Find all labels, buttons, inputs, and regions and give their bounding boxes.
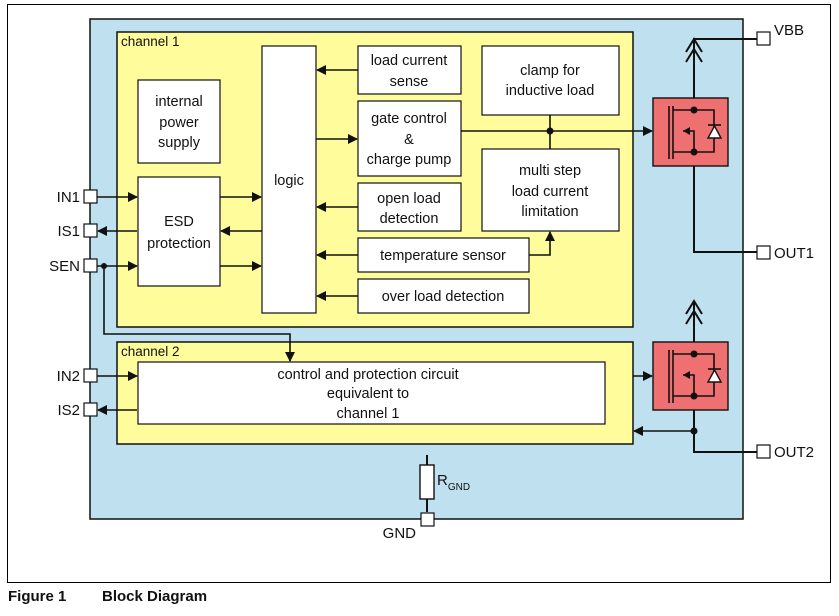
junction-dot (690, 427, 698, 435)
svg-text:gate control: gate control (371, 111, 447, 127)
svg-text:inductive load: inductive load (506, 83, 595, 99)
svg-text:over load detection: over load detection (382, 289, 505, 305)
open-load-detection-block: open load detection (357, 182, 462, 232)
channel-1-wiring (97, 65, 653, 362)
svg-text:ESD: ESD (164, 214, 194, 230)
logic-block: logic (261, 45, 317, 314)
svg-text:internal: internal (155, 94, 203, 110)
svg-text:&: & (404, 132, 414, 148)
ground-resistor: RGND (419, 464, 470, 500)
current-limitation-block: multi step load current limitation (481, 148, 620, 232)
power-mosfet-1 (652, 97, 729, 167)
svg-text:charge pump: charge pump (367, 152, 452, 168)
gate-control-charge-pump-block: gate control & charge pump (357, 100, 462, 177)
pin-is1 (83, 223, 98, 238)
channel-2-wiring (97, 371, 694, 436)
svg-text:load current: load current (512, 184, 589, 200)
pin-is2-label: IS2 (57, 402, 80, 419)
svg-text:limitation: limitation (521, 204, 578, 220)
pin-vbb-label: VBB (774, 22, 804, 39)
pin-is2 (83, 402, 98, 417)
pin-is1-label: IS1 (57, 223, 80, 240)
svg-text:detection: detection (380, 211, 439, 227)
pin-sen (83, 258, 98, 273)
figure-number: Figure 1 (8, 588, 67, 605)
svg-text:temperature sensor: temperature sensor (380, 248, 506, 264)
pin-in2-label: IN2 (57, 368, 80, 385)
channel-2-label: channel 2 (121, 344, 180, 359)
pin-out2 (756, 444, 771, 459)
svg-text:logic: logic (274, 173, 304, 189)
power-wiring (426, 37, 757, 512)
pin-sen-label: SEN (49, 258, 80, 275)
pin-gnd-label: GND (383, 525, 417, 542)
load-current-sense-block: load current sense (357, 45, 462, 95)
internal-power-supply-block: internal power supply (137, 79, 221, 164)
channel-2-control-block: control and protection circuit equivalen… (137, 361, 606, 425)
svg-text:equivalent to: equivalent to (327, 386, 409, 402)
pin-out1 (756, 245, 771, 260)
svg-text:RGND: RGND (437, 472, 470, 493)
pin-out1-label: OUT1 (774, 245, 814, 262)
over-load-detection-block: over load detection (357, 278, 530, 314)
esd-protection-block: ESD protection (137, 176, 221, 287)
svg-text:power: power (159, 115, 199, 131)
clamp-inductive-load-block: clamp for inductive load (481, 45, 620, 116)
figure-title: Block Diagram (102, 588, 208, 605)
svg-text:clamp for: clamp for (520, 63, 580, 79)
pin-out2-label: OUT2 (774, 444, 814, 461)
figure-caption: Figure 1 Block Diagram (8, 588, 207, 605)
svg-text:sense: sense (390, 74, 429, 90)
svg-text:supply: supply (158, 135, 201, 151)
pin-in1-label: IN1 (57, 189, 80, 206)
svg-text:load current: load current (371, 53, 448, 69)
pin-vbb (756, 31, 771, 46)
temperature-sensor-block: temperature sensor (357, 237, 530, 273)
svg-text:multi step: multi step (519, 163, 581, 179)
power-mosfet-2 (652, 341, 729, 411)
junction-dot (546, 127, 554, 135)
pin-gnd (420, 512, 435, 527)
svg-text:protection: protection (147, 236, 211, 252)
pin-in1 (83, 189, 98, 204)
svg-text:open load: open load (377, 191, 441, 207)
svg-text:channel 1: channel 1 (337, 406, 400, 422)
junction-dot (101, 263, 107, 269)
pin-in2 (83, 368, 98, 383)
svg-text:control and protection circuit: control and protection circuit (277, 367, 458, 383)
channel-1-label: channel 1 (121, 34, 180, 49)
